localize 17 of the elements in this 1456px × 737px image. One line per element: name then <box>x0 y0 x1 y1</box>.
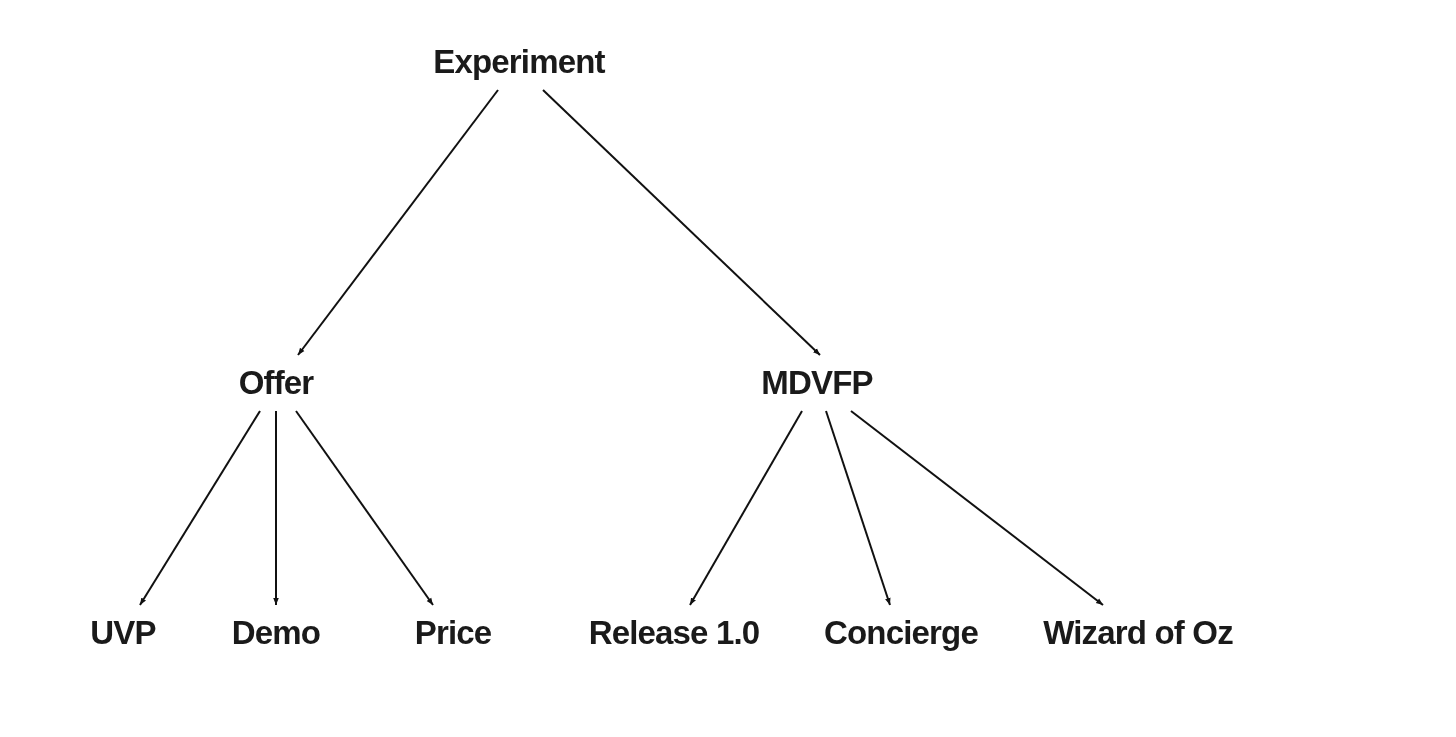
arrow <box>825 410 891 606</box>
arrow <box>297 89 499 356</box>
arrow <box>850 410 1104 606</box>
node-label: MDVFP <box>761 355 873 411</box>
node-label: Release 1.0 <box>588 605 760 661</box>
node-label: Experiment <box>433 34 605 90</box>
arrow <box>139 410 261 606</box>
arrow <box>689 410 803 606</box>
node-label: UVP <box>90 605 156 661</box>
node-label: Concierge <box>824 605 978 661</box>
arrow <box>542 89 821 356</box>
node-label: Demo <box>231 605 321 661</box>
node-label: Price <box>414 605 492 661</box>
arrow <box>273 410 279 606</box>
node-label: Wizard of Oz <box>1043 605 1233 661</box>
node-label: Offer <box>238 355 314 411</box>
arrow <box>295 410 434 606</box>
